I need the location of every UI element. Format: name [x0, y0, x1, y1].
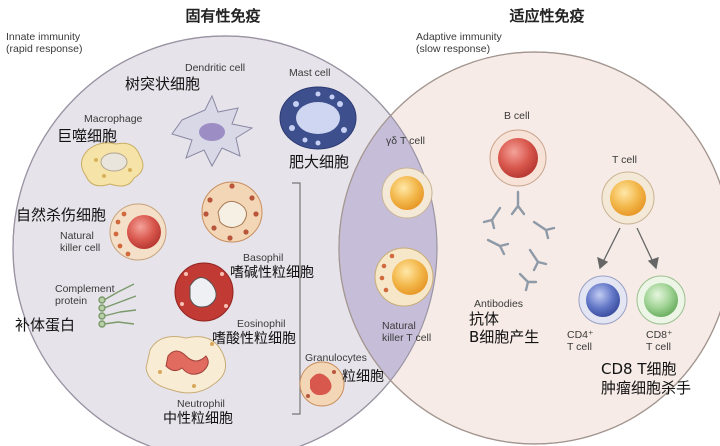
- dendritic-cell-shape: [171, 94, 254, 168]
- cd8-label-en-line2: T cell: [646, 341, 671, 353]
- nk-label-en-line2: killer cell: [60, 242, 101, 254]
- mast-label-en: Mast cell: [289, 67, 331, 79]
- cd8-t-cell-shape: [636, 275, 686, 325]
- innate-subtitle-line1: Innate immunity: [6, 31, 81, 43]
- cd4-label-en-line1: CD4⁺: [567, 329, 594, 341]
- dendritic-label-zh: 树突状细胞: [125, 75, 201, 93]
- macrophage-label-zh: 巨噬细胞: [57, 127, 118, 145]
- cd4-label-en-line2: T cell: [567, 341, 592, 353]
- nkt-label-en-line1: Natural: [382, 320, 416, 332]
- antibodies-label-en: Antibodies: [474, 298, 524, 310]
- nk-label-zh: 自然杀伤细胞: [16, 206, 107, 224]
- gd-t-cell-shape: [381, 167, 433, 219]
- arrows: [597, 227, 659, 270]
- b-cell-shape: [489, 129, 547, 187]
- antibodies-label-zh-line2: B细胞产生: [469, 328, 540, 346]
- eosinophil-cell-shape: [174, 262, 234, 322]
- neutrophil-label-zh: 中性粒细胞: [163, 411, 233, 427]
- antibodies-shape: [482, 190, 556, 292]
- t-cell-shape: [601, 171, 655, 225]
- nkt-label-en-line2: killer T cell: [382, 332, 432, 344]
- cd8-label-en-line1: CD8⁺: [646, 329, 673, 341]
- innate-title: 固有性免疫: [185, 7, 261, 25]
- nk-cell-shape: [109, 203, 167, 261]
- neutrophil-label-en: Neutrophil: [177, 398, 225, 410]
- mast-cell-shape: [279, 86, 357, 150]
- macrophage-label-en: Macrophage: [84, 113, 143, 125]
- nk-label-en-line1: Natural: [60, 230, 94, 242]
- granulocytes-label-en: Granulocytes: [305, 352, 367, 364]
- b-cell-label-en: B cell: [504, 110, 530, 122]
- complement-label-en-line2: protein: [55, 295, 88, 307]
- adaptive-subtitle-line1: Adaptive immunity: [416, 31, 502, 43]
- t-cell-label-en: T cell: [612, 154, 637, 166]
- granulocytes-cell-shape: [299, 361, 345, 407]
- adaptive-title: 适应性免疫: [509, 7, 585, 25]
- cd8-label-zh-line2: 肿瘤细胞杀手: [601, 379, 692, 397]
- cd8-label-zh-line1: CD8 T细胞: [601, 360, 677, 378]
- granulocytes-label-zh: 粒细胞: [342, 369, 384, 385]
- macrophage-shape: [81, 142, 144, 187]
- nkt-cell-shape: [374, 247, 434, 307]
- antibodies-label-zh-line1: 抗体: [469, 310, 500, 328]
- neutrophil-cell-shape: [145, 336, 227, 394]
- gd-t-label-en: γδ T cell: [386, 135, 425, 147]
- granulocyte-bracket: [292, 182, 301, 415]
- complement-protein-shape: [98, 283, 137, 328]
- innate-subtitle-line2: (rapid response): [6, 43, 83, 55]
- cd4-t-cell-shape: [578, 275, 628, 325]
- basophil-label-zh: 嗜碱性粒细胞: [230, 265, 314, 281]
- dendritic-label-en: Dendritic cell: [185, 62, 246, 74]
- basophil-label-en: Basophil: [243, 252, 284, 264]
- adaptive-subtitle-line2: (slow response): [416, 43, 491, 55]
- eosinophil-label-zh: 嗜酸性粒细胞: [212, 331, 296, 347]
- mast-label-zh: 肥大细胞: [289, 153, 350, 171]
- eosinophil-label-en: Eosinophil: [237, 318, 286, 330]
- complement-label-en-line1: Complement: [55, 283, 115, 295]
- complement-label-zh: 补体蛋白: [15, 316, 76, 334]
- basophil-cell-shape: [201, 181, 263, 243]
